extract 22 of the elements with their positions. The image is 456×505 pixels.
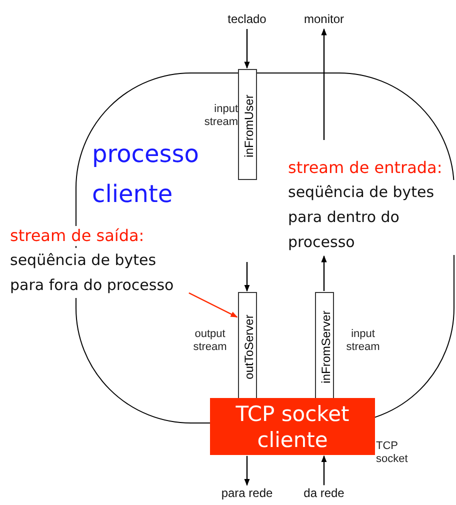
leader-arrow xyxy=(188,292,238,318)
stream-name: inFromUser xyxy=(242,94,256,157)
arrow xyxy=(321,28,327,140)
stream-box xyxy=(238,69,257,180)
arrow xyxy=(321,255,327,291)
stream-name: inFromServer xyxy=(318,310,332,384)
endpoint-label: teclado xyxy=(228,12,266,28)
description-text: seqüência de bytes para dentro do processo xyxy=(288,180,456,255)
arrow xyxy=(244,29,250,69)
endpoint-label: da rede xyxy=(304,486,344,502)
socket-title: TCP socket cliente xyxy=(234,400,350,452)
stream-box xyxy=(238,292,257,400)
arrow xyxy=(321,455,327,486)
arrow xyxy=(244,456,250,486)
endpoint-label: monitor xyxy=(304,12,344,28)
socket-box xyxy=(210,398,375,455)
stream-heading: stream de saída: xyxy=(10,226,144,246)
endpoint-label: para rede xyxy=(221,486,273,502)
arrow xyxy=(244,262,250,292)
process-title: processo cliente xyxy=(92,139,200,210)
stream-box xyxy=(315,292,334,400)
stream-name: outToServer xyxy=(242,314,256,380)
